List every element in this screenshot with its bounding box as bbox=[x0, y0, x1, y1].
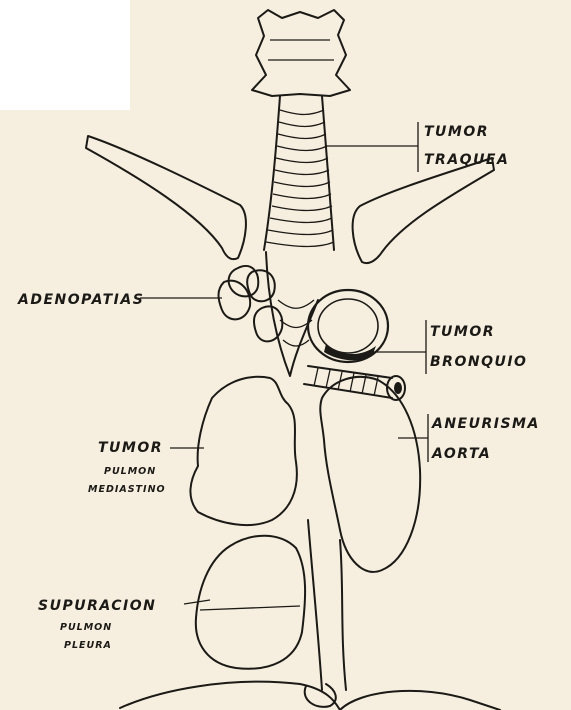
label-tumor-pulmon-3: MEDIASTINO bbox=[88, 484, 166, 495]
label-tumor-pulmon-1: TUMOR bbox=[98, 440, 163, 456]
right-bronchus bbox=[304, 366, 405, 400]
label-supuracion-3: PLEURA bbox=[64, 640, 112, 651]
label-tumor-bronquio-2: BRONQUIO bbox=[430, 354, 527, 370]
larynx-lines bbox=[268, 40, 334, 60]
bronchus-tumor bbox=[308, 290, 388, 362]
label-tumor-pulmon-2: PULMON bbox=[104, 466, 156, 477]
label-tumor-bronquio-1: TUMOR bbox=[430, 324, 495, 340]
vertebra bbox=[305, 684, 336, 707]
label-aneurisma-2: AORTA bbox=[431, 446, 491, 462]
lung-mediastinum-tumor bbox=[190, 377, 296, 525]
label-adenopatias: ADENOPATIAS bbox=[17, 292, 144, 308]
left-clavicle bbox=[86, 136, 246, 259]
suppuration-level-line bbox=[200, 606, 300, 610]
label-aneurisma-1: ANEURISMA bbox=[431, 416, 540, 432]
label-tumor-traquea-2: TRAQUEA bbox=[424, 152, 509, 168]
right-clavicle bbox=[353, 158, 494, 263]
suppuration-mass bbox=[196, 536, 305, 669]
descending-aorta bbox=[308, 520, 346, 690]
corner-patch bbox=[0, 0, 130, 110]
label-supuracion-2: PULMON bbox=[60, 622, 112, 633]
larynx-cartilage bbox=[252, 10, 350, 96]
label-supuracion-1: SUPURACION bbox=[38, 598, 156, 614]
trachea bbox=[264, 96, 334, 250]
diaphragm bbox=[120, 682, 500, 710]
label-tumor-traquea-1: TUMOR bbox=[424, 124, 489, 140]
adenopathy-nodes bbox=[219, 266, 283, 341]
aortic-aneurysm bbox=[320, 377, 420, 572]
